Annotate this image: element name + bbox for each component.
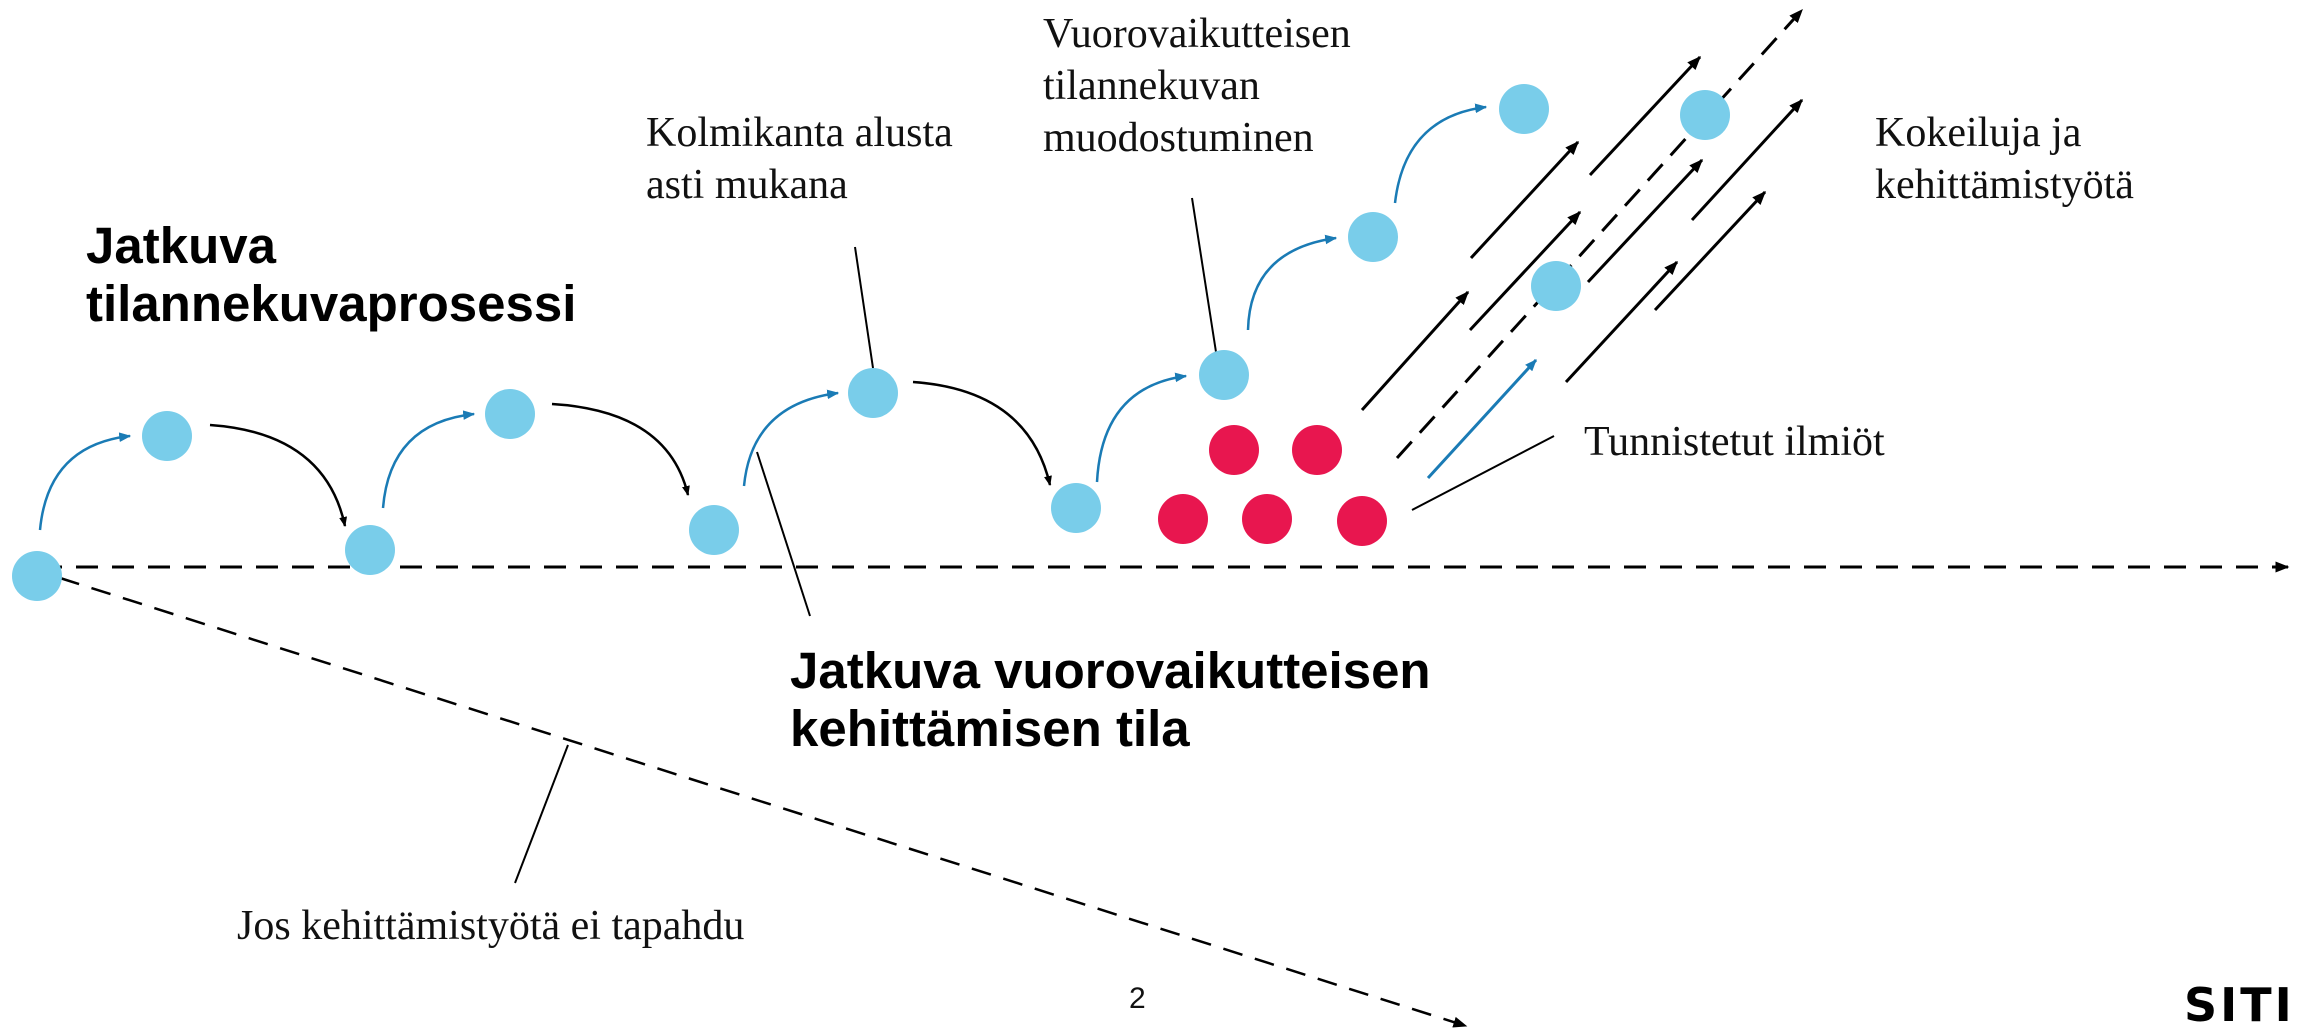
tripartite-callout-line <box>854 246 874 369</box>
solid-diagonal-arrow <box>1586 158 1704 284</box>
interactive-picture-label: Vuorovaikutteisen tilannekuvan muodostum… <box>1043 11 1351 161</box>
phenomenon-node <box>1292 425 1342 475</box>
process-heading: Jatkuva tilannekuvaprosessi <box>86 217 577 332</box>
identified-phenomena-label: Tunnistetut ilmiöt <box>1584 419 1885 465</box>
siti-logo: SITI <box>2184 978 2295 1032</box>
process-node <box>345 525 395 575</box>
blue-curve-arrow <box>38 432 132 531</box>
solid-diagonal-arrow <box>1690 98 1804 222</box>
phenomenon-node <box>1209 425 1259 475</box>
tripartite-label: Kolmikanta alusta asti mukana <box>646 110 953 208</box>
process-node <box>689 505 739 555</box>
phenomenon-node <box>1242 494 1292 544</box>
blue-curve-arrow <box>742 389 840 487</box>
phenomenon-node <box>1337 496 1387 546</box>
development-state-heading: Jatkuva vuorovaikutteisen kehittämisen t… <box>790 642 1431 757</box>
black-curve-arrow <box>912 380 1052 486</box>
process-curve-arrows <box>38 103 1488 531</box>
no-development-callout-line <box>514 744 569 884</box>
identified-phenomena-nodes <box>1158 425 1387 546</box>
process-node <box>1199 350 1249 400</box>
blue-curve-arrow <box>1393 103 1488 204</box>
black-curve-arrow <box>209 423 348 527</box>
blue-curve-arrow <box>1246 234 1338 331</box>
diagonal-arrows <box>1360 8 1804 480</box>
solid-diagonal-arrow <box>1360 290 1470 412</box>
blue-diagonal-arrow <box>1426 358 1538 480</box>
process-node <box>848 368 898 418</box>
black-curve-arrow <box>551 402 690 496</box>
process-node <box>1680 90 1730 140</box>
experiments-label: Kokeiluja ja kehittämistyötä <box>1875 110 2134 208</box>
process-node <box>142 411 192 461</box>
solid-diagonal-arrow <box>1469 140 1580 260</box>
callout-lines <box>514 197 1555 884</box>
process-node <box>12 551 62 601</box>
process-node <box>485 389 535 439</box>
process-nodes <box>12 84 1730 601</box>
phenomenon-node <box>1158 494 1208 544</box>
blue-curve-arrow <box>381 410 476 509</box>
no-development-label: Jos kehittämistyötä ei tapahdu <box>237 903 745 949</box>
identified-phenomena-callout-line <box>1411 435 1555 511</box>
process-node <box>1051 483 1101 533</box>
blue-curve-arrow <box>1095 372 1188 483</box>
interactive-picture-callout-line <box>1191 197 1217 353</box>
dashed-diagonal-arrow <box>1395 8 1804 460</box>
solid-diagonal-arrow <box>1588 55 1702 177</box>
state-callout-line <box>756 451 811 617</box>
solid-diagonal-arrow <box>1564 260 1679 384</box>
page-number: 2 <box>1129 982 1146 1015</box>
process-node <box>1499 84 1549 134</box>
solid-diagonal-arrow <box>1653 190 1767 312</box>
process-node <box>1348 212 1398 262</box>
solid-diagonal-arrow <box>1468 210 1582 332</box>
process-node <box>1531 261 1581 311</box>
no-development-arrow <box>59 576 1468 1028</box>
